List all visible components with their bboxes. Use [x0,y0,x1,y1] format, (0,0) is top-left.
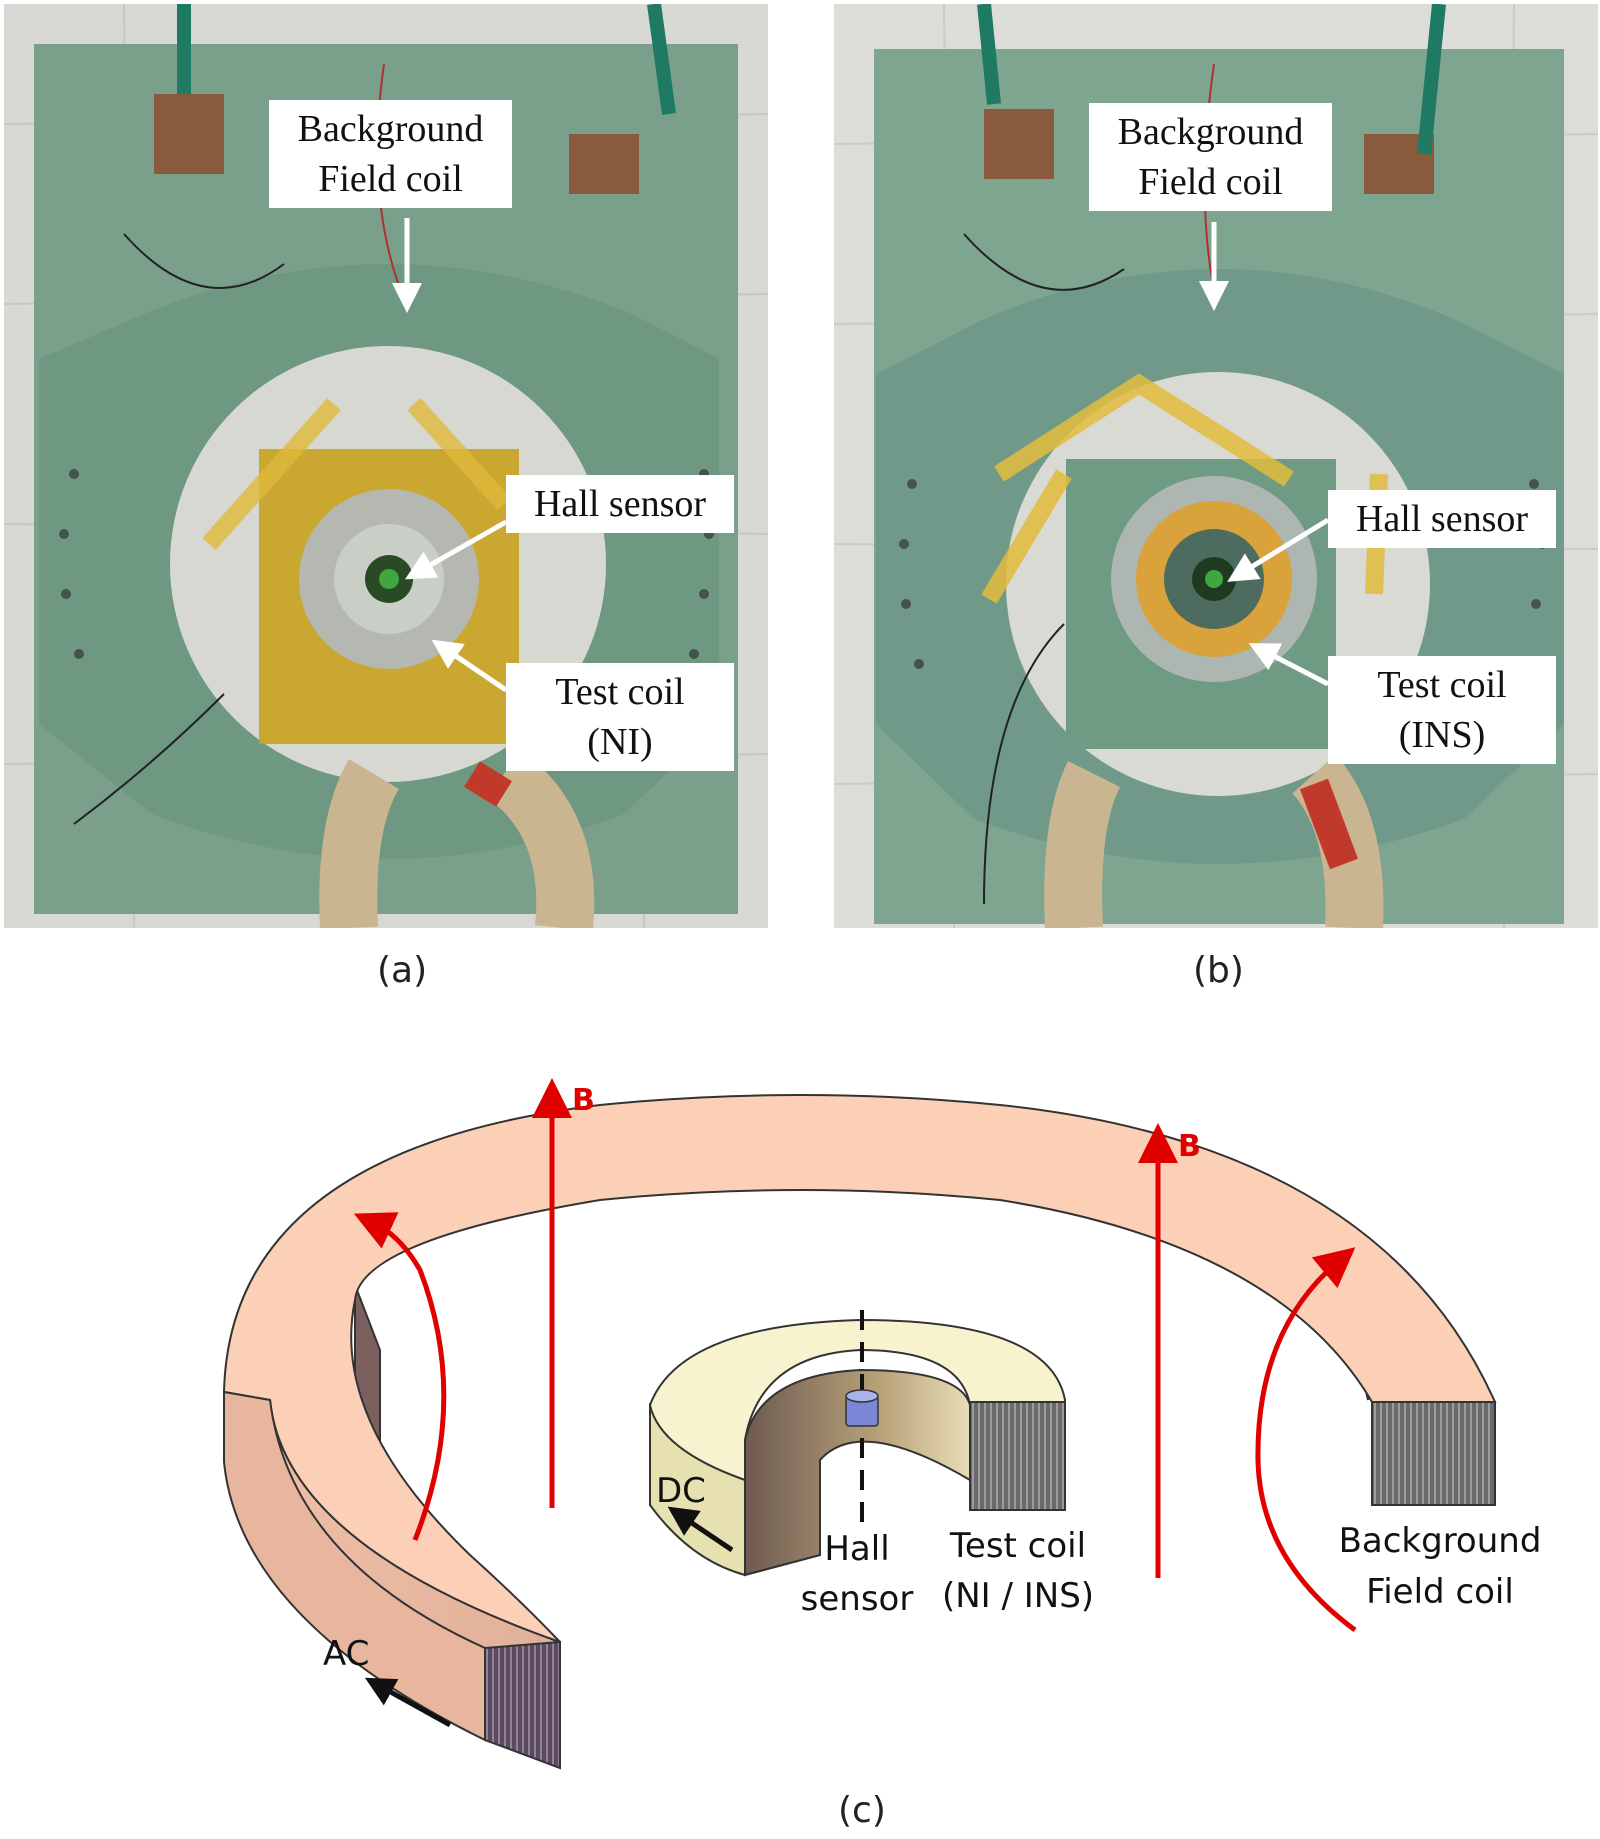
schematic-diagram: B B AC DC Hall sensor Test coil (NI / IN… [222,1078,1542,1770]
field-curve-left [353,1212,447,1541]
label-b-bg-line2: Field coil [1138,161,1283,203]
caption-a: (a) [377,950,428,991]
dc-current-arrow [667,1506,734,1553]
label-a-test-line2: (NI) [587,721,653,763]
label-a-test-coil: Test coil (NI) [506,663,734,771]
caption-c: (c) [838,1790,886,1831]
label-test-coil-line2: (NI / INS) [942,1576,1094,1616]
label-b-background-field-coil: Background Field coil [1089,103,1332,211]
label-b-test-line2: (INS) [1398,714,1486,756]
label-b-right: B [1178,1129,1201,1164]
caption-b: (b) [1193,950,1244,991]
label-b-test-line1: Test coil [1377,664,1507,706]
ac-current-arrow [364,1677,452,1728]
label-hall-line1: Hall [824,1529,889,1569]
current-lead-left [319,759,400,930]
current-lead-left [1044,761,1121,930]
test-coil-cross-section-right [969,1401,1066,1511]
label-a-hall-sensor: Hall sensor [506,475,734,533]
inner-coil-top-face [648,1318,1066,1482]
photo-arrows-overlay [392,218,1330,693]
arrow-b-test-coil [1248,643,1330,687]
arrow-b-hall [1227,517,1330,582]
label-b-hall-sensor: Hall sensor [1328,490,1556,548]
label-a-test-line1: Test coil [555,671,685,713]
outer-coil-cross-section-left [484,1640,561,1770]
arrow-a-test-coil [431,639,508,693]
field-curve-right [1255,1247,1357,1633]
label-background-line1: Background [1339,1521,1542,1561]
outer-coil-cross-section-right [1371,1401,1496,1506]
label-b-left: B [572,1083,595,1118]
outer-coil-top-face [222,1094,1497,1643]
label-test-coil-line1: Test coil [949,1526,1086,1566]
label-a-background-field-coil: Background Field coil [269,100,512,208]
label-b-test-coil: Test coil (INS) [1328,656,1556,764]
label-a-hall-text: Hall sensor [533,483,707,525]
label-dc: DC [656,1471,706,1511]
label-a-bg-line1: Background [297,108,484,150]
current-lead-right [486,750,595,931]
label-ac: AC [323,1634,369,1674]
label-b-bg-line1: Background [1117,111,1304,153]
hall-sensor-icon [845,1389,879,1427]
label-a-bg-line2: Field coil [318,158,463,200]
label-background-line2: Field coil [1366,1572,1514,1612]
label-hall-line2: sensor [801,1579,914,1619]
background-field-coil [222,1094,1497,1770]
label-b-hall-text: Hall sensor [1355,498,1529,540]
arrow-a-hall [404,519,508,580]
